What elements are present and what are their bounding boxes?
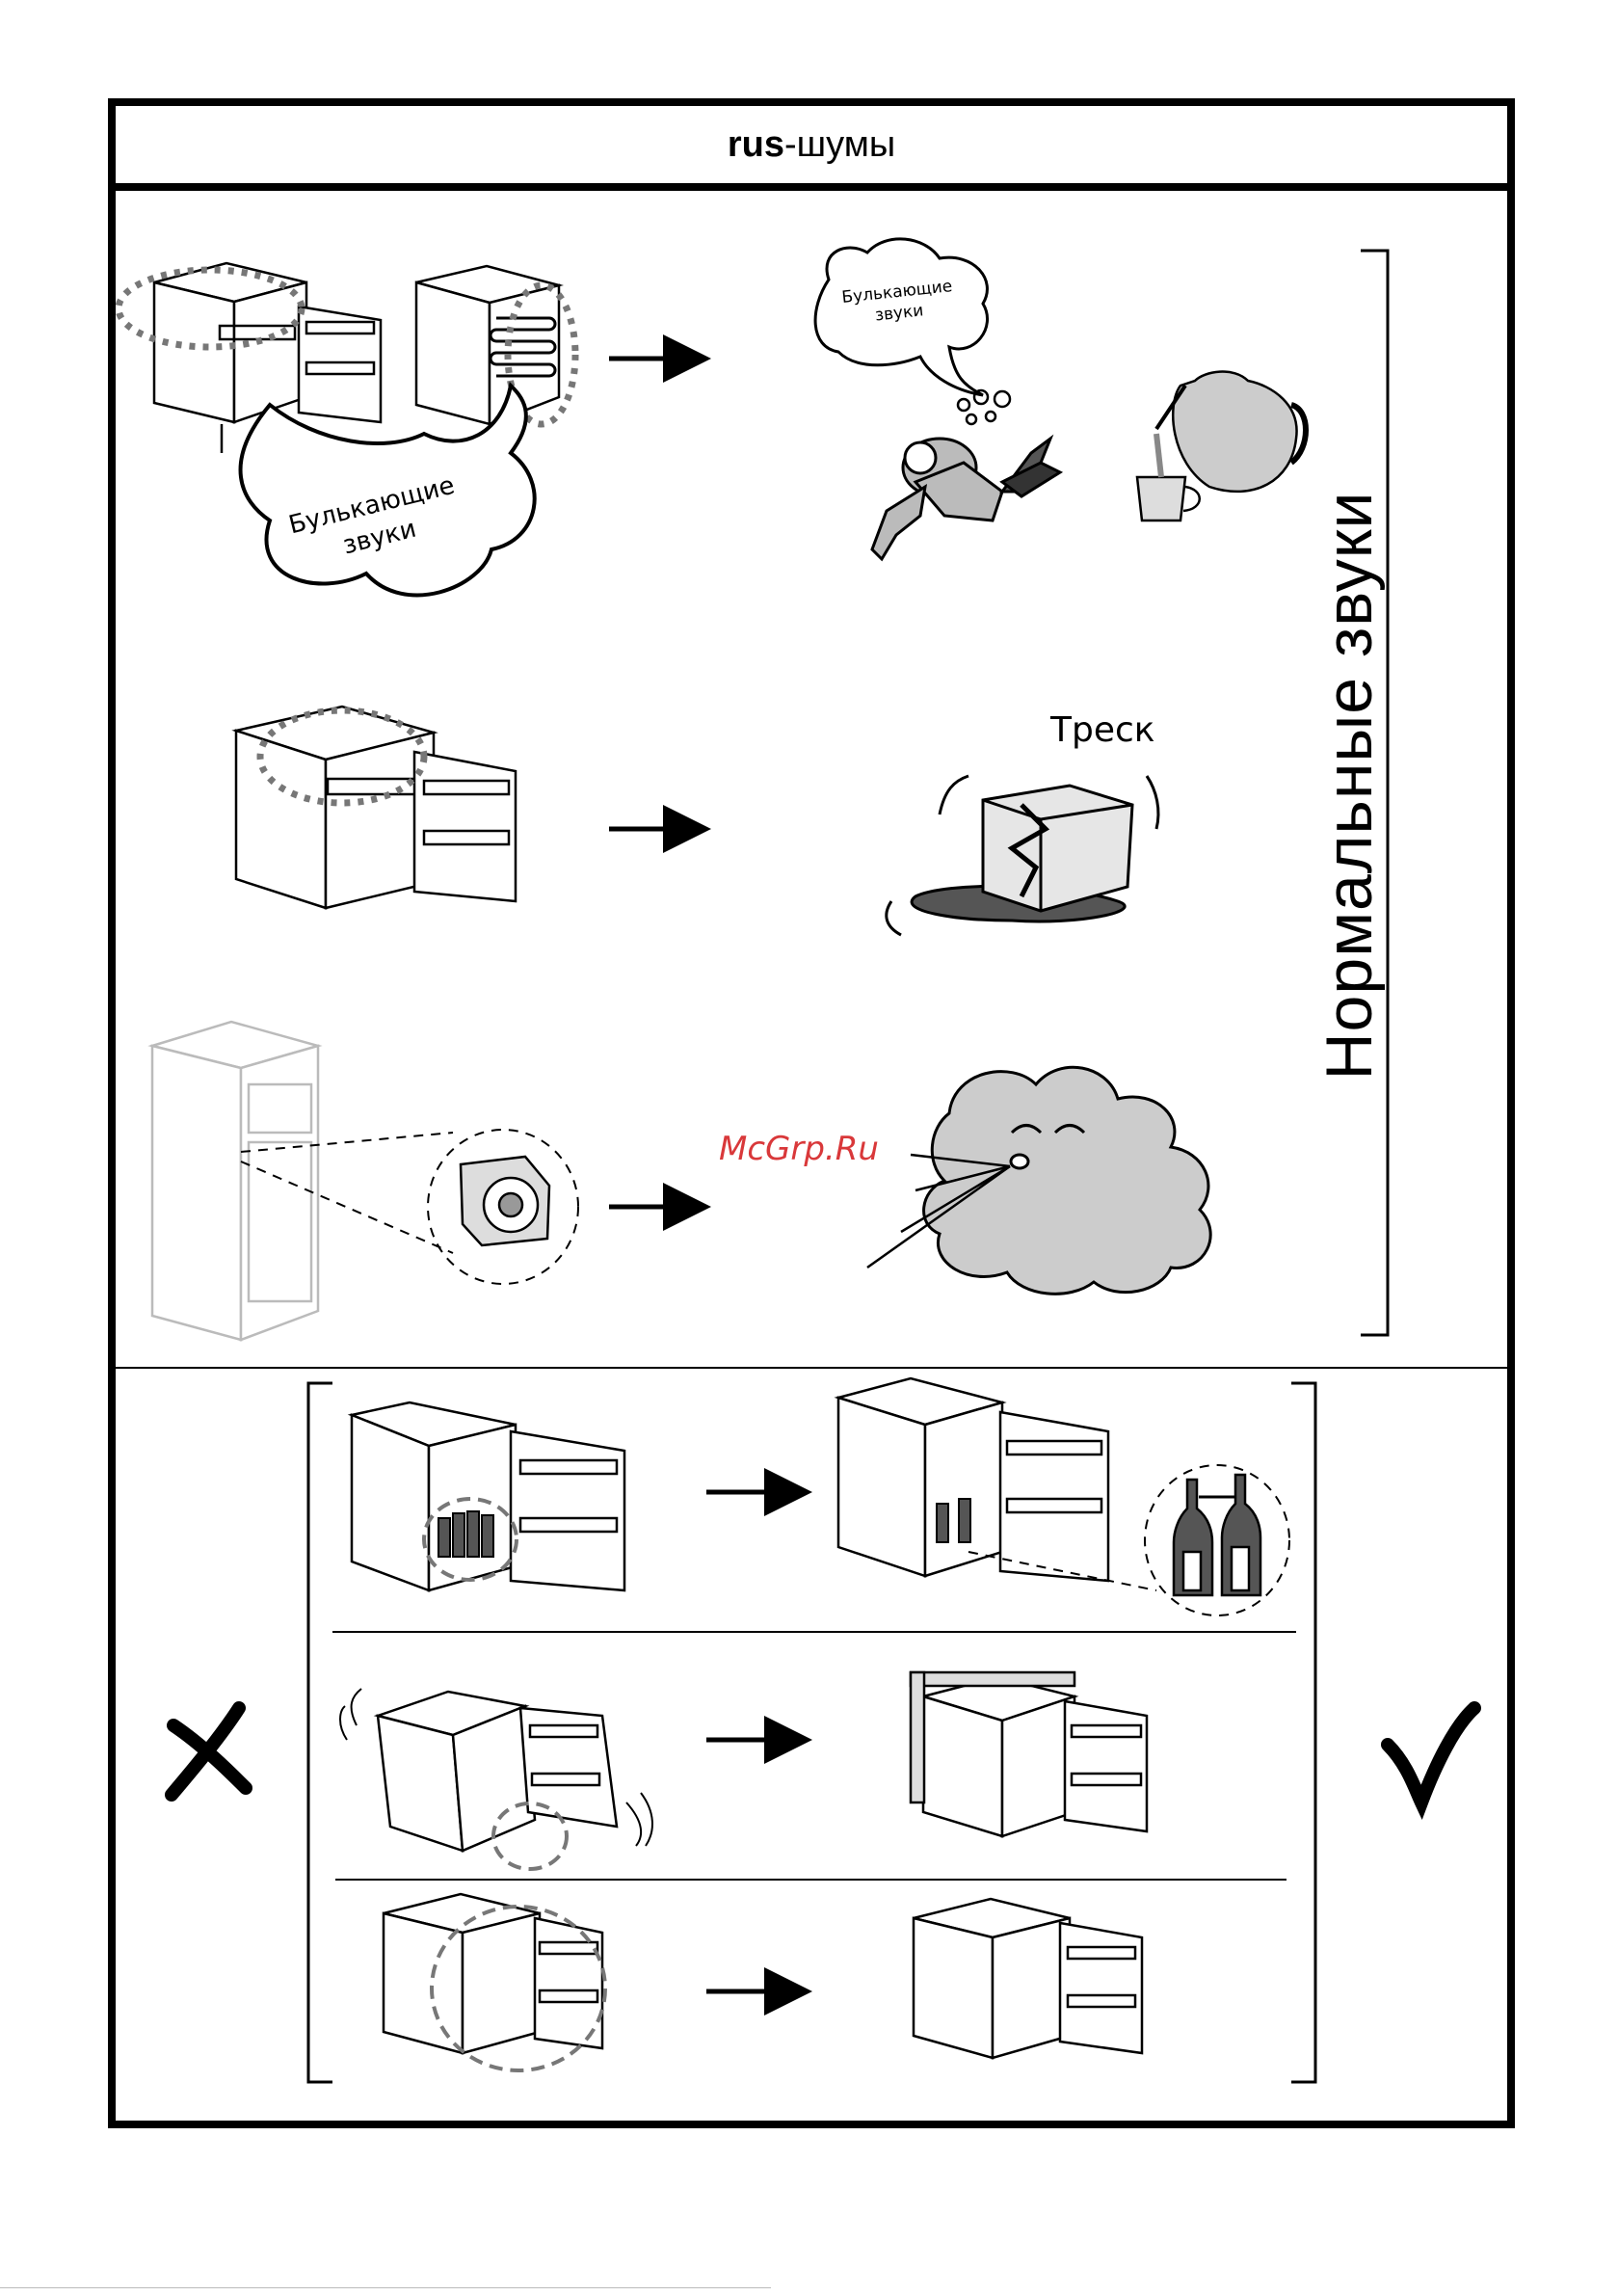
page-foot-line bbox=[0, 2287, 771, 2288]
fridge-bottles-crowded bbox=[352, 1402, 624, 1590]
ice-cube-icon bbox=[887, 776, 1158, 935]
fridge-open-crack bbox=[236, 707, 516, 908]
fridge-bottles-spaced bbox=[838, 1378, 1108, 1581]
fridge-door-blocked bbox=[384, 1894, 602, 2053]
fridge-tilted bbox=[378, 1692, 617, 1851]
crack-label: Треск bbox=[1050, 708, 1155, 754]
bracket-left bbox=[308, 1383, 332, 2082]
side-label-text: Нормальные звуки bbox=[1312, 491, 1387, 1080]
fridge-leveled bbox=[911, 1672, 1147, 1836]
diver-icon bbox=[872, 439, 1060, 559]
air-bubbles bbox=[958, 390, 1010, 424]
bracket-right bbox=[1291, 1383, 1315, 2082]
fridge-back-coil bbox=[416, 266, 559, 424]
pitcher-icon bbox=[1156, 372, 1306, 492]
fridge-door-clear bbox=[914, 1899, 1142, 2058]
watermark: McGrp.Ru bbox=[719, 1130, 879, 1168]
wind-cloud-icon bbox=[924, 1067, 1211, 1294]
bottle-pair-icon bbox=[1174, 1475, 1260, 1595]
check-icon bbox=[1388, 1708, 1474, 1802]
fan-icon bbox=[461, 1157, 549, 1245]
zoom-circle-bottles bbox=[1145, 1465, 1289, 1615]
fridge-tall bbox=[152, 1022, 318, 1340]
cross-icon bbox=[172, 1708, 246, 1795]
